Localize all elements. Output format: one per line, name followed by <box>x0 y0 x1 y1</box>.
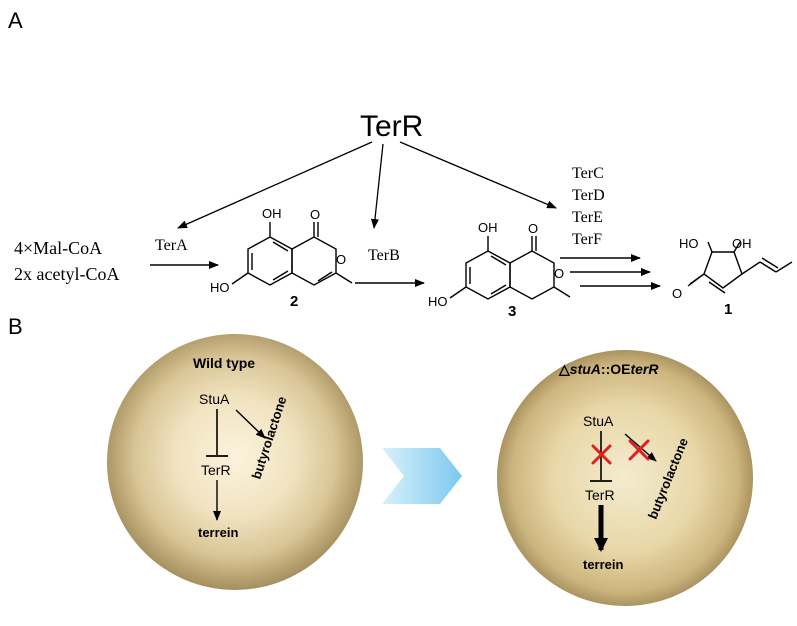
substrate-acetylcoa: 2x acetyl-CoA <box>14 264 119 284</box>
panel-b-label: B <box>8 314 23 339</box>
compound-2-ho: HO <box>210 280 230 295</box>
compound-3-ho: HO <box>428 294 448 309</box>
panel-a-label: A <box>8 8 23 33</box>
compound-2-ring-o: O <box>336 252 346 267</box>
terr-to-terb-arrow <box>370 143 384 229</box>
mutant-inhibit-cross-2 <box>628 439 650 461</box>
mutant-title-delta: △ <box>558 361 571 377</box>
wt-stua-butyrolactone-arrow <box>235 409 266 439</box>
compound-3-number: 3 <box>508 303 516 320</box>
mutant-stua: StuA <box>583 413 614 429</box>
compound-2-oh: OH <box>262 206 282 221</box>
compound-1-oh: OH <box>732 236 752 251</box>
enzyme-terb: TerB <box>368 247 400 264</box>
enzyme-terd: TerD <box>572 187 605 204</box>
compound-2-carbonyl-o: O <box>310 207 320 222</box>
compound-3-oh: OH <box>478 220 498 235</box>
enzyme-terc: TerC <box>572 165 604 182</box>
compound-2-structure <box>231 222 353 286</box>
wt-stua: StuA <box>199 391 230 407</box>
compound-1-structure <box>687 241 793 294</box>
transition-chevron <box>382 448 462 504</box>
mutant-plate <box>497 350 753 606</box>
mutant-inhibit-cross-1 <box>591 444 612 465</box>
terr-to-terc-arrow <box>399 141 557 209</box>
mutant-title-oe: ::OE <box>601 361 631 377</box>
enzyme-terf: TerF <box>572 231 602 248</box>
terr-to-tera-arrow <box>177 141 373 229</box>
compound-3-carbonyl-o: O <box>528 221 538 236</box>
mutant-title-gene2: terR <box>630 361 659 377</box>
enzyme-tere: TerE <box>572 209 603 226</box>
enzyme-tera: TerA <box>155 237 188 254</box>
wild-type-title: Wild type <box>193 355 255 371</box>
compound-3-ring-o: O <box>554 266 564 281</box>
mutant-title-gene: stuA <box>570 361 601 377</box>
wild-type-plate <box>107 334 363 590</box>
compound-2-number: 2 <box>290 293 298 310</box>
compound-3-structure <box>449 236 571 300</box>
compound-1-number: 1 <box>724 301 732 318</box>
mutant-title: △stuA::OEterR <box>558 361 659 377</box>
mutant-terrein: terrein <box>583 557 624 572</box>
compound-1-ho: HO <box>679 236 699 251</box>
compound-1-o: O <box>672 286 682 301</box>
mutant-terr: TerR <box>585 487 615 503</box>
substrate-malcoa: 4×Mal-CoA <box>14 238 102 258</box>
wt-terrein: terrein <box>198 525 239 540</box>
wt-terr: TerR <box>201 462 231 478</box>
regulator-terr: TerR <box>360 110 423 143</box>
